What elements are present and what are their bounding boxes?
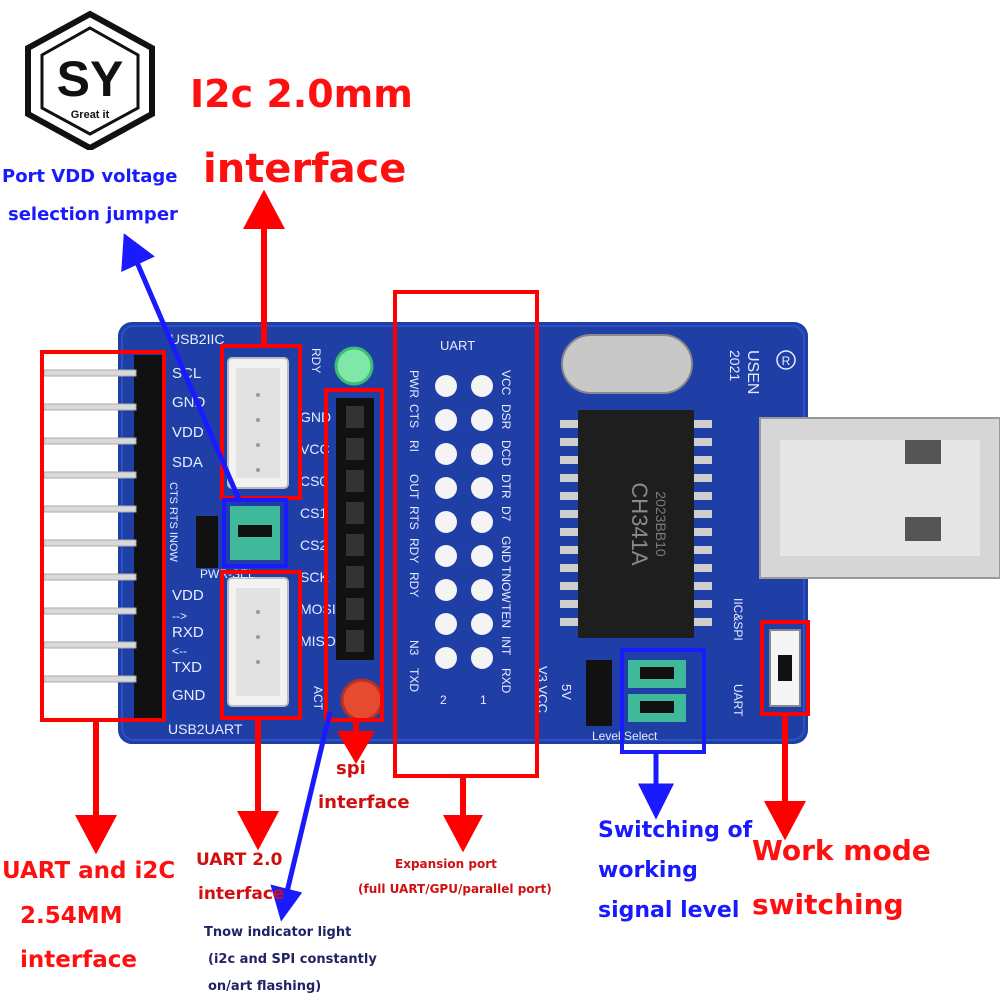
exp-left-2: RI — [407, 440, 421, 452]
exp-left-5: RDY — [407, 538, 421, 563]
left-pin-2: VDD — [172, 424, 204, 441]
switch-label-1: Switching of — [598, 818, 753, 843]
uart-i2c-label-1: UART and i2C — [2, 858, 176, 884]
tnow-label-3: on/art flashing) — [208, 979, 322, 994]
highlight-left-header — [40, 350, 166, 722]
crystal-oscillator — [561, 334, 693, 394]
spi-pin-1: VCC — [300, 441, 330, 457]
exp-right-6: TNOW — [499, 566, 513, 603]
arrow-up-icon — [243, 189, 285, 229]
work-label-1: Work mode — [752, 834, 931, 867]
exp-right-8: INT — [499, 636, 513, 656]
spi-pin-4: CS2 — [300, 537, 327, 553]
left-pin-5: RXD — [172, 624, 204, 641]
exp-left-4: RTS — [407, 506, 421, 530]
header-bottom-label: USB2UART — [168, 721, 243, 737]
exp-right-7: TEN — [499, 604, 513, 628]
pwr-sel-jumper-base — [196, 516, 218, 568]
uart-i2c-label-3: interface — [20, 947, 137, 973]
cts-silk: CTS RTS INOW — [167, 482, 179, 562]
exp-left-8: TXD — [407, 668, 421, 692]
exp-right-4: D7 — [499, 506, 513, 522]
vdd-label-1: Port VDD voltage — [2, 166, 178, 187]
level-header — [586, 660, 612, 726]
level-select-label: Level Select — [592, 729, 658, 743]
board-brand: USEN — [744, 350, 761, 394]
exp-num-2: 2 — [440, 693, 447, 707]
exp-left-1: CTS — [407, 404, 421, 428]
vdd-label-2: selection jumper — [8, 204, 178, 225]
exp-label-1: Expansion port — [395, 857, 497, 871]
usb-connector — [759, 417, 1000, 579]
led-green-icon — [334, 346, 374, 386]
spi-label-1: spi — [336, 758, 366, 779]
exp-num-1: 1 — [480, 693, 487, 707]
highlight-expansion — [393, 290, 539, 778]
highlight-pwr-sel — [222, 498, 288, 568]
spi-pin-6: MOSI — [300, 601, 336, 617]
exp-right-0: VCC — [499, 370, 513, 396]
spi-pin-header — [336, 398, 374, 660]
sy-logo-icon: SY Great it — [25, 10, 155, 152]
spi-label-2: interface — [318, 792, 410, 813]
exp-right-5: GND — [499, 536, 513, 563]
spi-pin-2: CS0 — [300, 473, 327, 489]
i2c-title-1: I2c 2.0mm — [190, 72, 413, 116]
arrow-down-icon — [75, 815, 117, 855]
left-pin-4: VDD — [172, 587, 204, 604]
highlight-level-select — [620, 648, 706, 754]
uart-i2c-label-2: 2.54MM — [20, 903, 123, 929]
left-pin-header — [43, 355, 162, 720]
logo-letters: SY — [57, 51, 124, 107]
header-top-label: USB2IIC — [170, 331, 224, 347]
tnow-label-1: Tnow indicator light — [204, 925, 352, 940]
spi-pin-7: MISO — [300, 633, 336, 649]
exp-left-6: RDY — [407, 572, 421, 597]
i2c-white-connector — [227, 357, 289, 489]
uart-box-title: UART — [440, 338, 475, 353]
work-label-2: switching — [752, 888, 904, 921]
exp-left-7: N3 — [407, 640, 421, 656]
spi-pin-5: SCK — [300, 569, 329, 585]
highlight-mode-switch — [760, 620, 810, 716]
expansion-pads — [435, 375, 493, 669]
left-pin-7: GND — [172, 687, 206, 704]
i2c-title-2: interface — [203, 146, 407, 192]
logo-tagline: Great it — [71, 109, 110, 121]
act-label: ACT — [311, 686, 325, 711]
exp-label-2: (full UART/GPU/parallel port) — [358, 882, 552, 896]
uart20-label-2: interface — [198, 884, 285, 904]
left-arrow-1: <-- — [172, 644, 187, 658]
spi-pin-3: CS1 — [300, 505, 327, 521]
led-red-icon — [340, 678, 384, 722]
left-pin-6: TXD — [172, 659, 202, 676]
uart-mode-label: UART — [731, 684, 745, 717]
logo: SY Great it — [20, 10, 160, 152]
i2c-spi-label: IIC&SPI — [731, 598, 745, 641]
exp-right-3: DTR — [499, 474, 513, 499]
spi-pin-0: GND — [300, 409, 331, 425]
uart-white-connector — [227, 577, 289, 707]
chip-label: CH341A — [627, 482, 652, 565]
switch-label-2: working — [598, 858, 698, 883]
exp-left-0: PWR — [407, 370, 421, 398]
board-year: 2021 — [727, 350, 743, 381]
exp-right-2: DCD — [499, 440, 513, 466]
rdy-label: RDY — [309, 348, 323, 373]
switch-label-3: signal level — [598, 898, 740, 923]
ch341a-chip: CH341A 2023BB10 — [560, 410, 712, 638]
exp-left-3: OUT — [407, 474, 421, 500]
tnow-label-2: (i2c and SPI constantly — [208, 952, 377, 967]
five-v-label: 5V — [559, 684, 574, 700]
left-pin-3: SDA — [172, 454, 203, 471]
left-arrow-0: --> — [172, 609, 187, 623]
exp-right-1: DSR — [499, 404, 513, 430]
reg-mark: R — [782, 354, 791, 368]
uart20-label-1: UART 2.0 — [196, 850, 283, 870]
exp-right-9: RXD — [499, 668, 513, 694]
chip-code: 2023BB10 — [653, 491, 669, 557]
